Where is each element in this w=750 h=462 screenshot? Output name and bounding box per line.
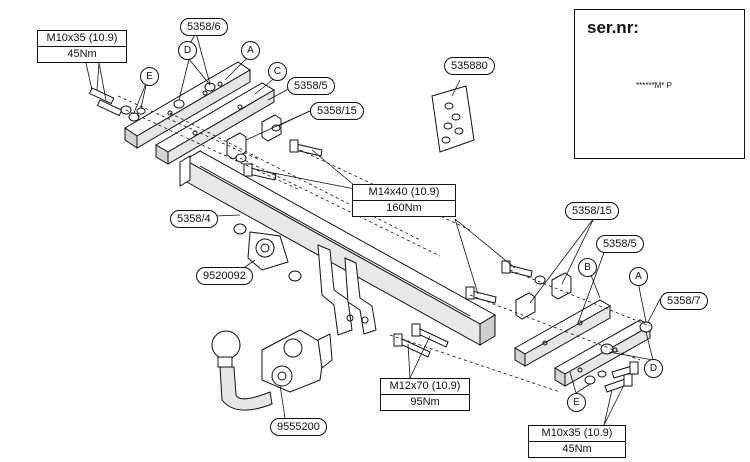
- right-bracket-plate-inner: [514, 299, 611, 367]
- hardware-pack: [431, 85, 475, 153]
- bolt-size: M14x40 (10.9): [353, 185, 455, 201]
- callout-a-top: A: [241, 41, 260, 60]
- bolt-size: M10x35 (10.9): [529, 426, 625, 442]
- bolt-size: M12x70 (10.9): [381, 379, 469, 395]
- part-label-5358-7: 5358/7: [660, 292, 708, 310]
- main-crossbar: [179, 150, 496, 346]
- bolt-size: M10x35 (10.9): [38, 31, 126, 47]
- serial-number-panel: ser.nr:: [574, 9, 745, 159]
- part-label-5358-5-top: 5358/5: [287, 77, 335, 95]
- serial-plate-text: ******M* P: [636, 81, 673, 90]
- callout-c: C: [268, 62, 287, 81]
- part-label-9555200: 9555200: [270, 418, 327, 436]
- part-label-535880: 535880: [444, 57, 495, 75]
- bolt-torque: 45Nm: [562, 443, 592, 455]
- left-bracket-plate-outer: [124, 61, 251, 149]
- bolt-spec-bottom-right: M10x35 (10.9) 45Nm: [528, 425, 626, 458]
- center-hangers: [317, 244, 377, 336]
- part-label-9520092: 9520092: [196, 267, 253, 285]
- part-label-5358-4: 5358/4: [170, 210, 218, 228]
- callout-a-right: A: [629, 267, 648, 286]
- bolt-spec-center: M14x40 (10.9) 160Nm: [352, 184, 456, 217]
- tow-ball-neck: [211, 329, 333, 411]
- m14-bolts-top: [243, 139, 323, 181]
- socket-bracket: [233, 223, 302, 282]
- callout-d-right: D: [644, 359, 663, 378]
- part-label-5358-6: 5358/6: [180, 18, 228, 36]
- serial-title: ser.nr:: [587, 18, 639, 37]
- callout-e-top: E: [140, 67, 159, 86]
- bolt-spec-top-left: M10x35 (10.9) 45Nm: [37, 30, 127, 63]
- callout-b: B: [578, 258, 597, 277]
- part-label-5358-15-right: 5358/15: [565, 202, 619, 220]
- callout-e-right: E: [567, 393, 586, 412]
- left-bracket-plate-inner: [155, 82, 275, 165]
- bolt-torque: 45Nm: [67, 48, 97, 60]
- m12-bolts: [393, 323, 449, 358]
- bolt-torque: 95Nm: [410, 396, 440, 408]
- part-label-5358-5-right: 5358/5: [596, 235, 644, 253]
- part-label-5358-15-top: 5358/15: [310, 102, 364, 120]
- bolt-torque: 160Nm: [386, 202, 422, 214]
- bolt-spec-ball-mount: M12x70 (10.9) 95Nm: [380, 378, 470, 411]
- m14-bolts-right: [465, 260, 546, 304]
- right-small-bolts: [584, 321, 653, 393]
- callout-d-top: D: [178, 41, 197, 60]
